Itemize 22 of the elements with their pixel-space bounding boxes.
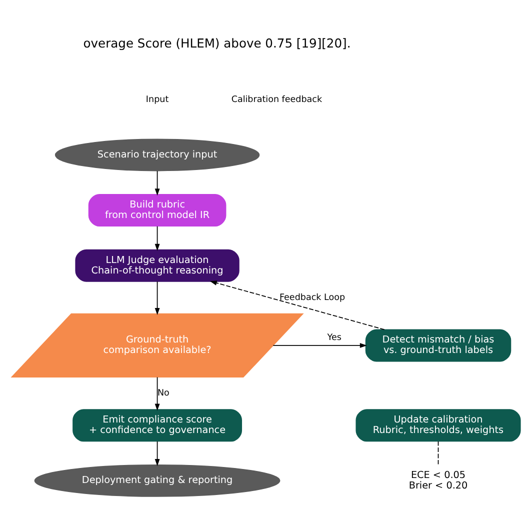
edge-label: Feedback Loop bbox=[279, 292, 346, 303]
arrow bbox=[210, 280, 385, 330]
node-box: LLM Judge evaluation Chain-of-thought reasoning bbox=[75, 249, 240, 282]
arrow bbox=[154, 376, 160, 411]
arrow bbox=[154, 170, 160, 196]
arrow bbox=[154, 281, 160, 316]
arrow bbox=[154, 226, 160, 251]
node-box: Emit compliance score + confidence to governance bbox=[72, 409, 242, 442]
edge-label: Yes bbox=[327, 333, 342, 344]
connector bbox=[438, 441, 439, 466]
edge-label: No bbox=[157, 388, 170, 399]
label: Input bbox=[146, 94, 169, 105]
label: Calibration feedback bbox=[231, 94, 322, 105]
node-ellipse: Scenario trajectory input bbox=[54, 138, 260, 172]
node-text: ECE < 0.05 Brier < 0.20 bbox=[408, 470, 468, 492]
arrow bbox=[154, 441, 160, 466]
node-box: Build rubric from control model IR bbox=[88, 194, 226, 226]
label: overage Score (HLEM) above 0.75 [19][20]. bbox=[83, 36, 351, 51]
node-box: Update calibration Rubric, thresholds, weights bbox=[356, 409, 521, 442]
node-box: Detect mismatch / bias vs. ground-truth labels bbox=[365, 329, 512, 362]
arrow bbox=[272, 343, 367, 348]
node-ellipse: Deployment gating & reporting bbox=[34, 464, 280, 497]
